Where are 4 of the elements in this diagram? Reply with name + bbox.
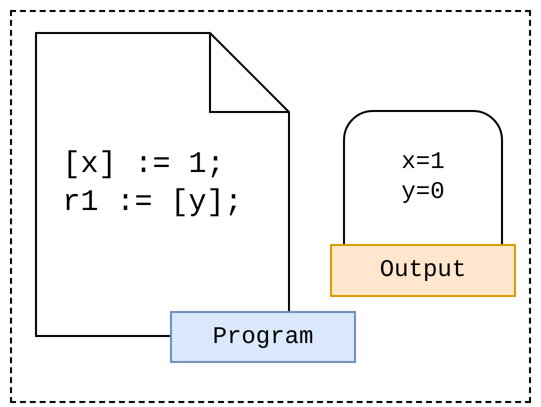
code-text: [x] := 1; r1 := [y];	[62, 147, 244, 222]
name-tag: Output	[330, 244, 516, 297]
name-tag: Program	[170, 311, 356, 363]
output-text: x=1 y=0	[400, 148, 446, 208]
